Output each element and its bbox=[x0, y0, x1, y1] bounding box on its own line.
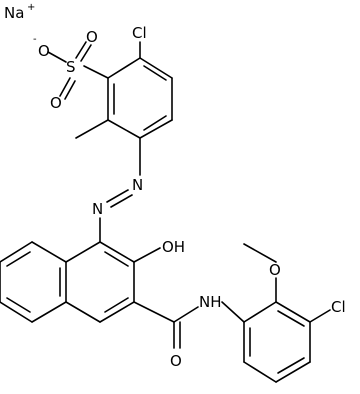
chloro-right-label: Cl bbox=[331, 298, 346, 316]
sulfonate-oxygen-minus-label: O bbox=[38, 42, 50, 60]
methoxy-group bbox=[243, 243, 277, 303]
sodium-label: Na bbox=[4, 4, 24, 22]
sulfonate-group bbox=[47, 41, 109, 100]
top-benzene-ring bbox=[107, 57, 173, 139]
sulfonate-oxygen-upper-label: O bbox=[86, 28, 98, 46]
sodium-charge: + bbox=[27, 2, 35, 13]
chloro-top-label: Cl bbox=[132, 24, 147, 42]
naphthalene-left-ring bbox=[0, 241, 67, 323]
amide-nh-label: NH bbox=[199, 293, 222, 311]
bond-c-cl-right bbox=[309, 309, 331, 323]
hydroxyl-label: OH bbox=[162, 238, 185, 256]
sulfonate-oxygen-charge: - bbox=[33, 34, 37, 45]
azo-n-lower-label: N bbox=[92, 200, 103, 218]
azo-n-upper-label: N bbox=[132, 176, 143, 194]
bond-c-oh bbox=[133, 247, 161, 263]
amide-group bbox=[133, 301, 245, 349]
sulfur-label: S bbox=[66, 58, 76, 76]
bottom-benzene-ring bbox=[243, 301, 311, 383]
bond-methyl bbox=[75, 119, 109, 139]
naphthalene-right-ring bbox=[65, 241, 135, 323]
carbonyl-oxygen-label: O bbox=[170, 352, 182, 370]
methoxy-oxygen-label: O bbox=[269, 261, 281, 279]
sulfonate-oxygen-lower-label: O bbox=[50, 94, 62, 112]
azo-linkage bbox=[99, 137, 141, 243]
